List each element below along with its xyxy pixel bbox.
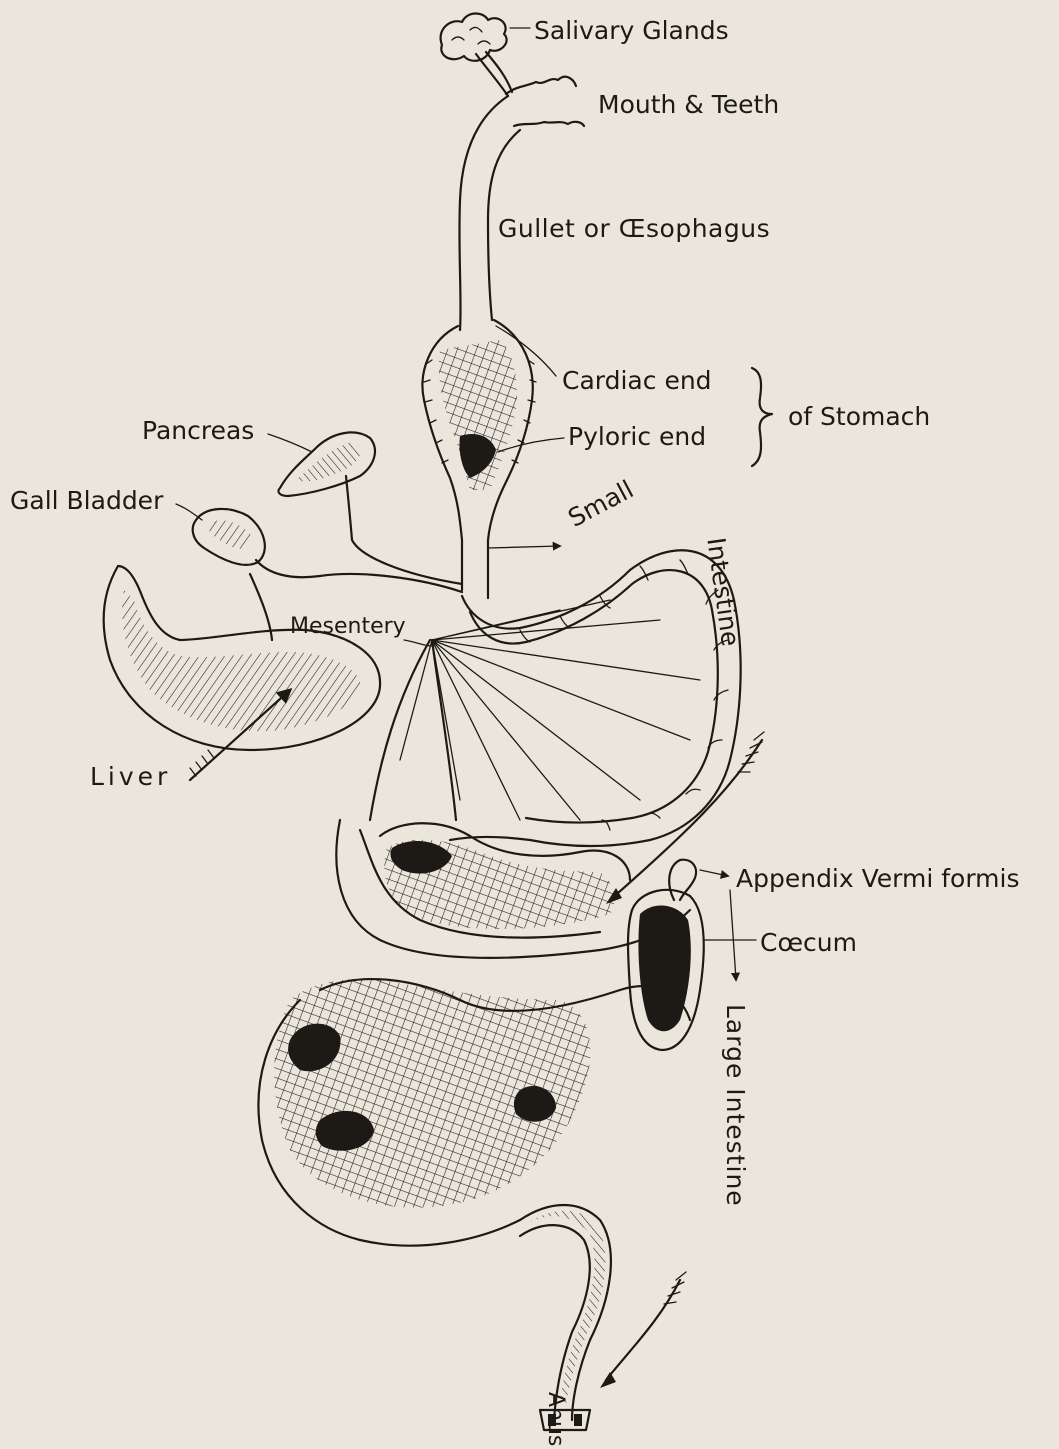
small-intestine — [450, 550, 741, 846]
pancreas — [278, 432, 375, 496]
oesophagus — [459, 96, 520, 330]
gall-bladder — [193, 509, 265, 565]
small-intestine-arrow — [488, 546, 560, 548]
label-mouth-teeth: Mouth & Teeth — [598, 92, 779, 117]
leader-appendix — [700, 870, 728, 876]
label-pyloric-end: Pyloric end — [568, 424, 706, 449]
liver — [104, 566, 381, 750]
mouth-and-teeth — [506, 77, 584, 126]
label-mesentery: Mesentery — [290, 616, 406, 638]
label-gullet: Gullet or Œsophagus — [498, 216, 770, 241]
label-caecum: Cœcum — [760, 930, 857, 955]
stomach-brace — [752, 368, 772, 466]
label-gall-bladder: Gall Bladder — [10, 488, 163, 513]
direction-arrow-lower — [600, 1272, 686, 1388]
label-large-intestine: Large Intestine — [723, 1004, 748, 1207]
label-of-stomach: of Stomach — [788, 404, 930, 429]
large-intestine — [520, 1205, 611, 1420]
label-anus: Anus — [544, 1392, 566, 1446]
leader-pancreas — [268, 434, 312, 452]
caecum — [628, 890, 704, 1050]
leader-gall-bladder — [176, 504, 202, 520]
label-pancreas: Pancreas — [142, 418, 254, 443]
label-appendix-vermiformis: Appendix Vermi formis — [736, 866, 1020, 891]
label-cardiac-end: Cardiac end — [562, 368, 712, 393]
salivary-glands — [441, 14, 507, 61]
stomach — [422, 320, 536, 598]
label-salivary-glands: Salivary Glands — [534, 18, 729, 43]
appendix-vermiformis — [669, 860, 696, 900]
label-liver: Liver — [90, 764, 171, 789]
intestine-coils — [258, 820, 690, 1246]
mesentery — [370, 600, 700, 820]
